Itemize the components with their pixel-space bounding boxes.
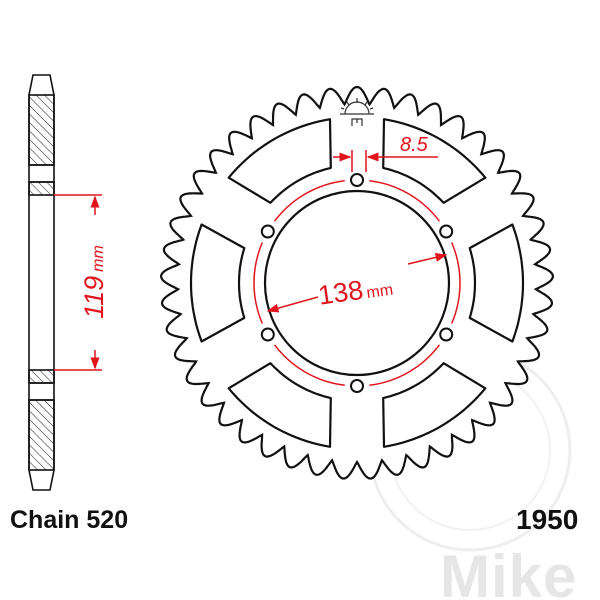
bolt-circle-label: 138mm [316, 271, 394, 311]
side-profile [28, 74, 55, 491]
bore-height-label: 119mm [79, 245, 109, 319]
cutout-window [189, 223, 246, 343]
bolt-hole [350, 379, 364, 393]
manufacturer-logo [340, 98, 374, 126]
bolt-hole [350, 173, 364, 187]
bolt-circle-arcs [253, 179, 461, 387]
bolt-circle-arc [369, 179, 441, 222]
cutout-window [227, 362, 332, 448]
bolt-hole [260, 224, 275, 239]
cutout-window [227, 118, 332, 204]
bolt-hole-dimension [333, 150, 438, 172]
cutout-window [468, 223, 525, 343]
chain-label: Chain 520 [10, 506, 129, 534]
center-bore [263, 189, 451, 377]
part-number: 1950 [516, 504, 579, 535]
bolt-circle-arc [273, 344, 345, 387]
bolt-circle-arc [451, 242, 461, 324]
bolt-circle-arc [273, 179, 345, 222]
bolt-hole [260, 327, 275, 342]
bolt-hole-label: 8.5 [400, 134, 429, 156]
cutout-window [382, 118, 487, 204]
bolt-circle-arc [253, 242, 263, 324]
bolt-circle-arc [369, 344, 441, 387]
watermark-text: Mike [440, 543, 578, 600]
bolt-hole [439, 327, 454, 342]
bolt-circle-dimension [266, 253, 448, 313]
cutout-window [382, 362, 487, 448]
bolt-holes [260, 173, 454, 393]
bolt-hole [439, 224, 454, 239]
bore-height-dimension [54, 194, 102, 371]
sprocket-cutouts [189, 118, 525, 448]
